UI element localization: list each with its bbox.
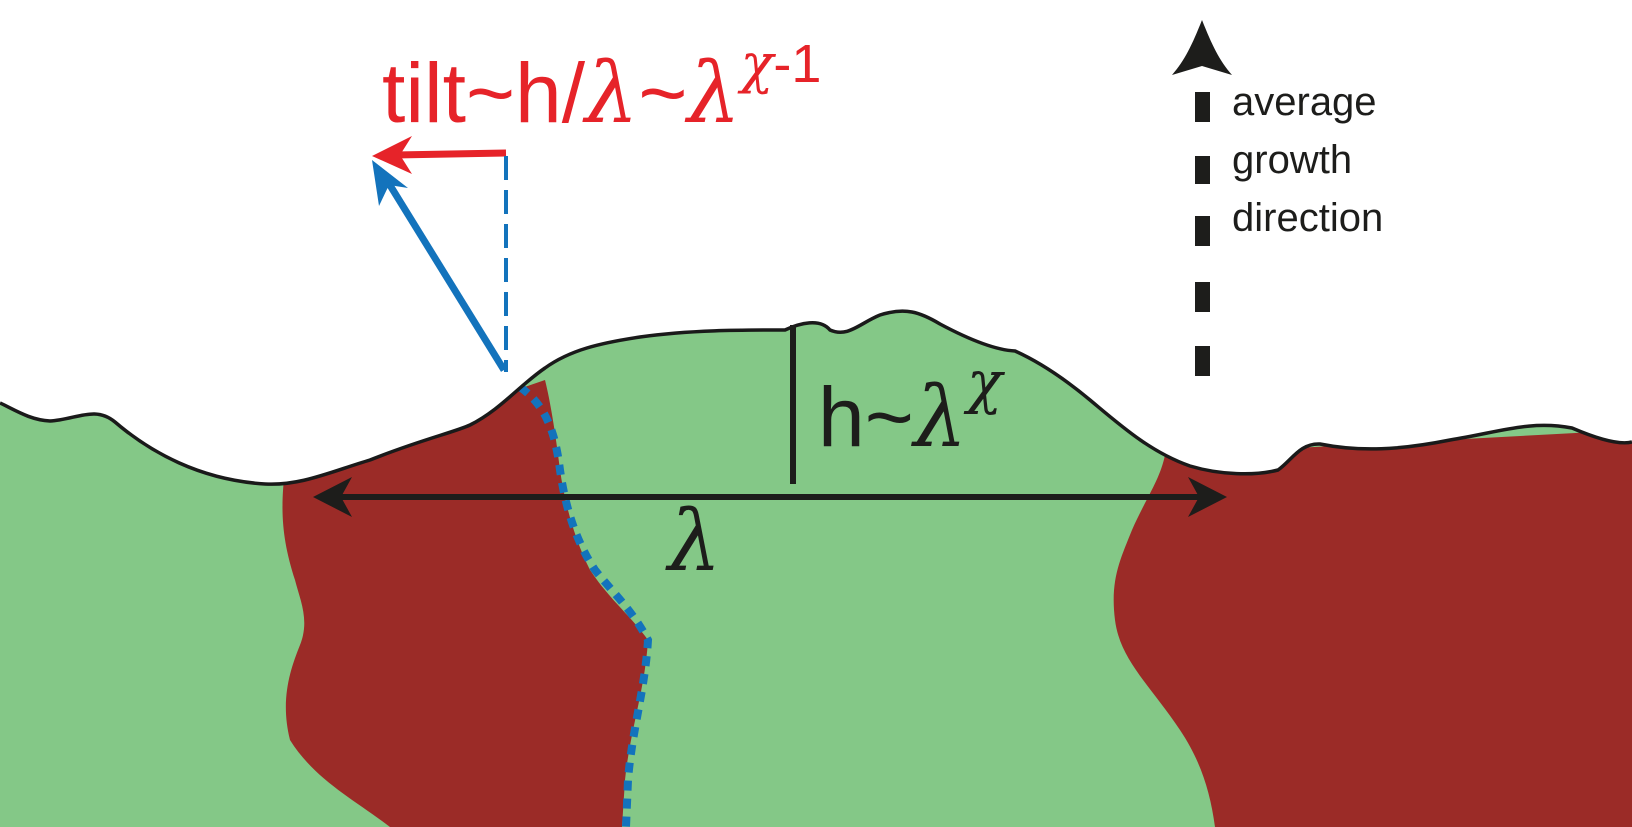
average-growth-arrow [1172, 20, 1232, 376]
width-arrow [313, 477, 1227, 517]
width-label: λ [665, 492, 721, 590]
height-formula: h~λχ [818, 348, 1005, 466]
tilt-exponent-chi: χ [737, 32, 777, 95]
red-grain-left [282, 380, 648, 827]
tilt-lambda-2: λ [684, 44, 740, 142]
legend-line-1: average [1232, 80, 1377, 124]
tilt-exponent-rest: -1 [773, 34, 821, 94]
grain-boundary-dashed [517, 383, 653, 827]
height-prefix: h~ [818, 370, 914, 464]
legend-text: average growth direction [1232, 80, 1383, 240]
tilt-tilde: ~ [638, 46, 687, 140]
legend-line-3: direction [1232, 196, 1383, 240]
legend-line-2: growth [1232, 138, 1352, 182]
red-grain-right [1113, 430, 1632, 827]
surface-outline [0, 309, 1632, 486]
height-exponent-chi: χ [963, 348, 1005, 416]
height-lambda: λ [911, 368, 967, 466]
tilt-formula: tilt~h/λ~λχ-1 [382, 32, 821, 142]
tilt-prefix: tilt~h/ [382, 46, 586, 140]
tilt-lambda: λ [582, 44, 638, 142]
local-growth-arrow [372, 160, 507, 372]
tilt-arrow [372, 136, 507, 174]
